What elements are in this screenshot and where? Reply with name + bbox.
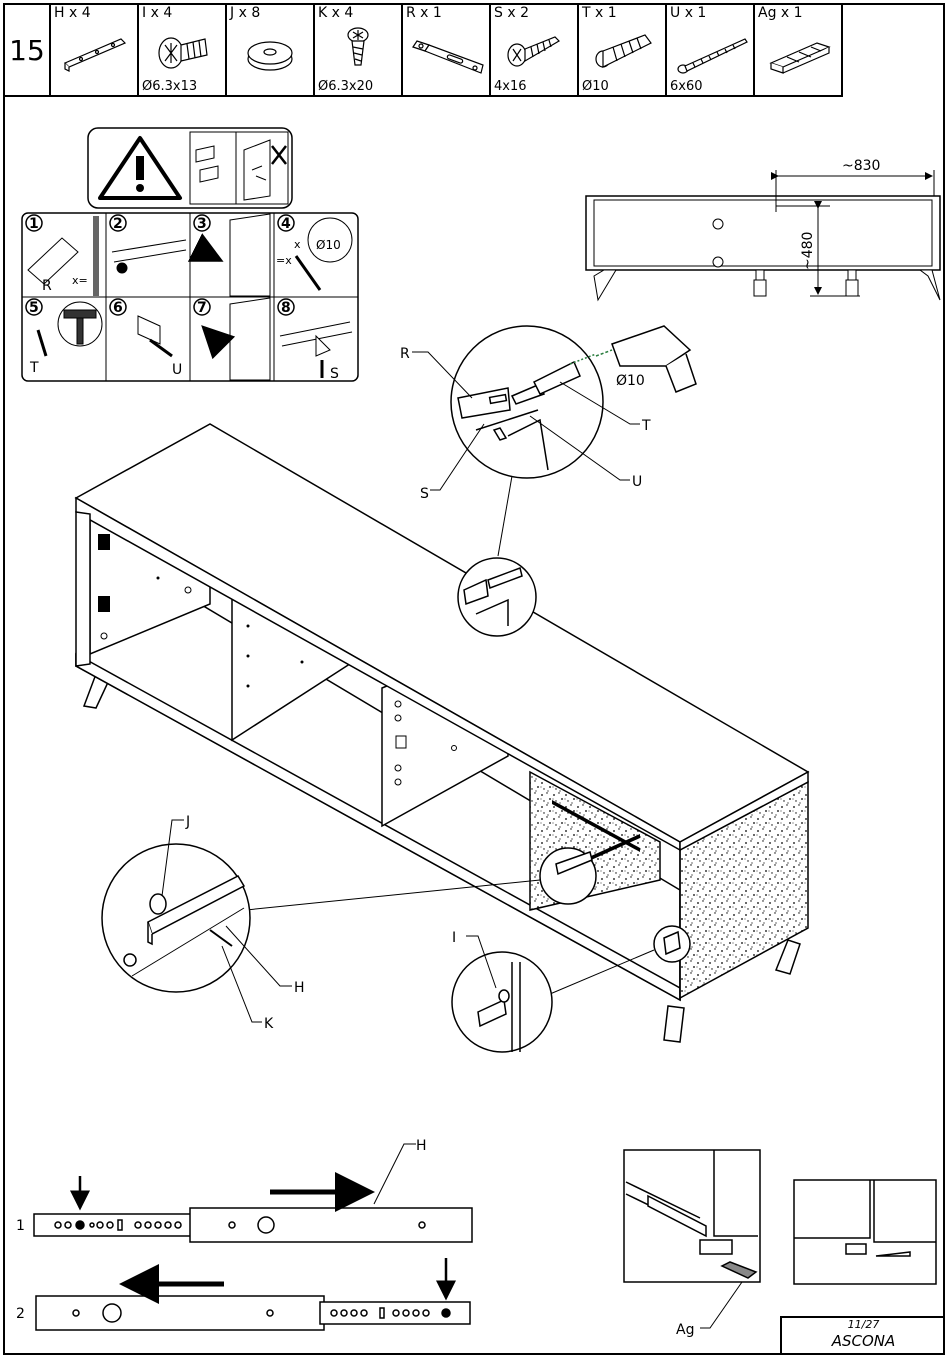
svg-text:6: 6 [113, 300, 123, 316]
elevation-view [585, 170, 941, 302]
svg-text:8: 8 [281, 300, 291, 316]
svg-text:7: 7 [197, 300, 207, 316]
parts-header: 15 H x 4 I x 4 Ø6.3x13 J x 8 K x 4 Ø6.3x… [5, 5, 843, 97]
svg-text:R: R [42, 278, 52, 294]
svg-text:3: 3 [197, 216, 207, 232]
wall-plug-icon [595, 34, 652, 68]
callout-i: I [452, 930, 456, 946]
part-qty: T x 1 [582, 5, 617, 21]
part-size: 6x60 [670, 79, 703, 94]
callout-k: K [264, 1016, 274, 1032]
callout-h: H [294, 980, 305, 996]
svg-text:U: U [172, 362, 182, 378]
svg-text:5: 5 [29, 300, 39, 316]
part-size: 4x16 [494, 79, 527, 94]
page-number: 11/27 [847, 1318, 880, 1331]
part-qty: J x 8 [230, 5, 261, 21]
callout-ag: Ag [676, 1322, 694, 1338]
svg-text:1: 1 [29, 216, 39, 232]
svg-text:4: 4 [281, 216, 291, 232]
svg-text:2: 2 [113, 216, 123, 232]
long-screw-icon [677, 38, 748, 74]
rail-diagram-1 [33, 1143, 473, 1243]
step-number: 15 [5, 5, 51, 95]
part-size: Ø10 [582, 79, 609, 94]
rail-step-1: 1 [16, 1218, 25, 1234]
dimension-width: ~830 [842, 158, 880, 174]
part-size: Ø6.3x13 [142, 79, 198, 94]
svg-text:T: T [29, 360, 39, 376]
callout-j: J [185, 814, 190, 830]
svg-text:=x: =x [276, 254, 292, 267]
svg-text:S: S [330, 366, 339, 382]
washer-icon [247, 41, 293, 71]
euro-screw-icon [158, 37, 208, 69]
wall-bracket-detail [450, 325, 604, 637]
callout-s: S [420, 486, 429, 502]
shim-detail-left [623, 1149, 761, 1329]
warning-panel [87, 127, 293, 209]
part-cell-s: S x 2 4x16 [491, 5, 579, 95]
cabinet [74, 423, 810, 1043]
callout-r: R [400, 346, 410, 362]
part-qty: K x 4 [318, 5, 354, 21]
part-qty: R x 1 [406, 5, 442, 21]
wall-mount-steps [21, 212, 359, 382]
wood-screw-icon [507, 36, 560, 67]
drill-icon [569, 325, 697, 393]
part-qty: Ag x 1 [758, 5, 803, 21]
part-cell-ag: Ag x 1 [755, 5, 843, 95]
part-cell-u: U x 1 6x60 [667, 5, 755, 95]
part-cell-i: I x 4 Ø6.3x13 [139, 5, 227, 95]
svg-text:Ø10: Ø10 [316, 238, 341, 252]
wall-bracket-icon [412, 40, 484, 74]
leader-lines-top [412, 351, 640, 491]
part-cell-h: H x 4 [51, 5, 139, 95]
screw-icon [347, 27, 369, 66]
slide-detail [101, 843, 597, 993]
product-name: ASCONA [831, 1332, 896, 1350]
drill-size-label: Ø10 [616, 373, 645, 389]
leader-line-i [466, 935, 497, 989]
callout-u: U [632, 474, 642, 490]
wall-step-labels: R x= =x x Ø10 T U S [29, 238, 341, 382]
part-qty: I x 4 [142, 5, 173, 21]
page-footer: 11/27 ASCONA [780, 1316, 945, 1355]
callout-t: T [641, 418, 651, 434]
dimension-height: ~480 [800, 232, 816, 270]
warning-triangle-icon [98, 136, 182, 200]
svg-text:x=: x= [72, 274, 88, 287]
page-frame [3, 3, 945, 1355]
euro-screw-detail [451, 925, 691, 1053]
part-cell-t: T x 1 Ø10 [579, 5, 667, 95]
part-qty: S x 2 [494, 5, 529, 21]
shim-detail-right [793, 1179, 937, 1285]
part-cell-r: R x 1 [403, 5, 491, 95]
shims-icon [769, 42, 831, 74]
rail-step-2: 2 [16, 1306, 25, 1322]
part-qty: H x 4 [54, 5, 91, 21]
rail-diagram-2 [35, 1258, 471, 1331]
cross-icon [271, 145, 287, 165]
leader-lines-slide [161, 819, 292, 1023]
part-qty: U x 1 [670, 5, 707, 21]
part-size: Ø6.3x20 [318, 79, 374, 94]
part-cell-j: J x 8 [227, 5, 315, 95]
svg-text:x: x [294, 238, 301, 251]
wall-step-numbers: 1 2 3 4 5 6 7 8 [25, 214, 295, 316]
callout-h-rail: H [416, 1138, 427, 1154]
slide-rail-icon [63, 38, 127, 72]
wall-type-icon [195, 139, 287, 201]
part-cell-k: K x 4 Ø6.3x20 [315, 5, 403, 95]
